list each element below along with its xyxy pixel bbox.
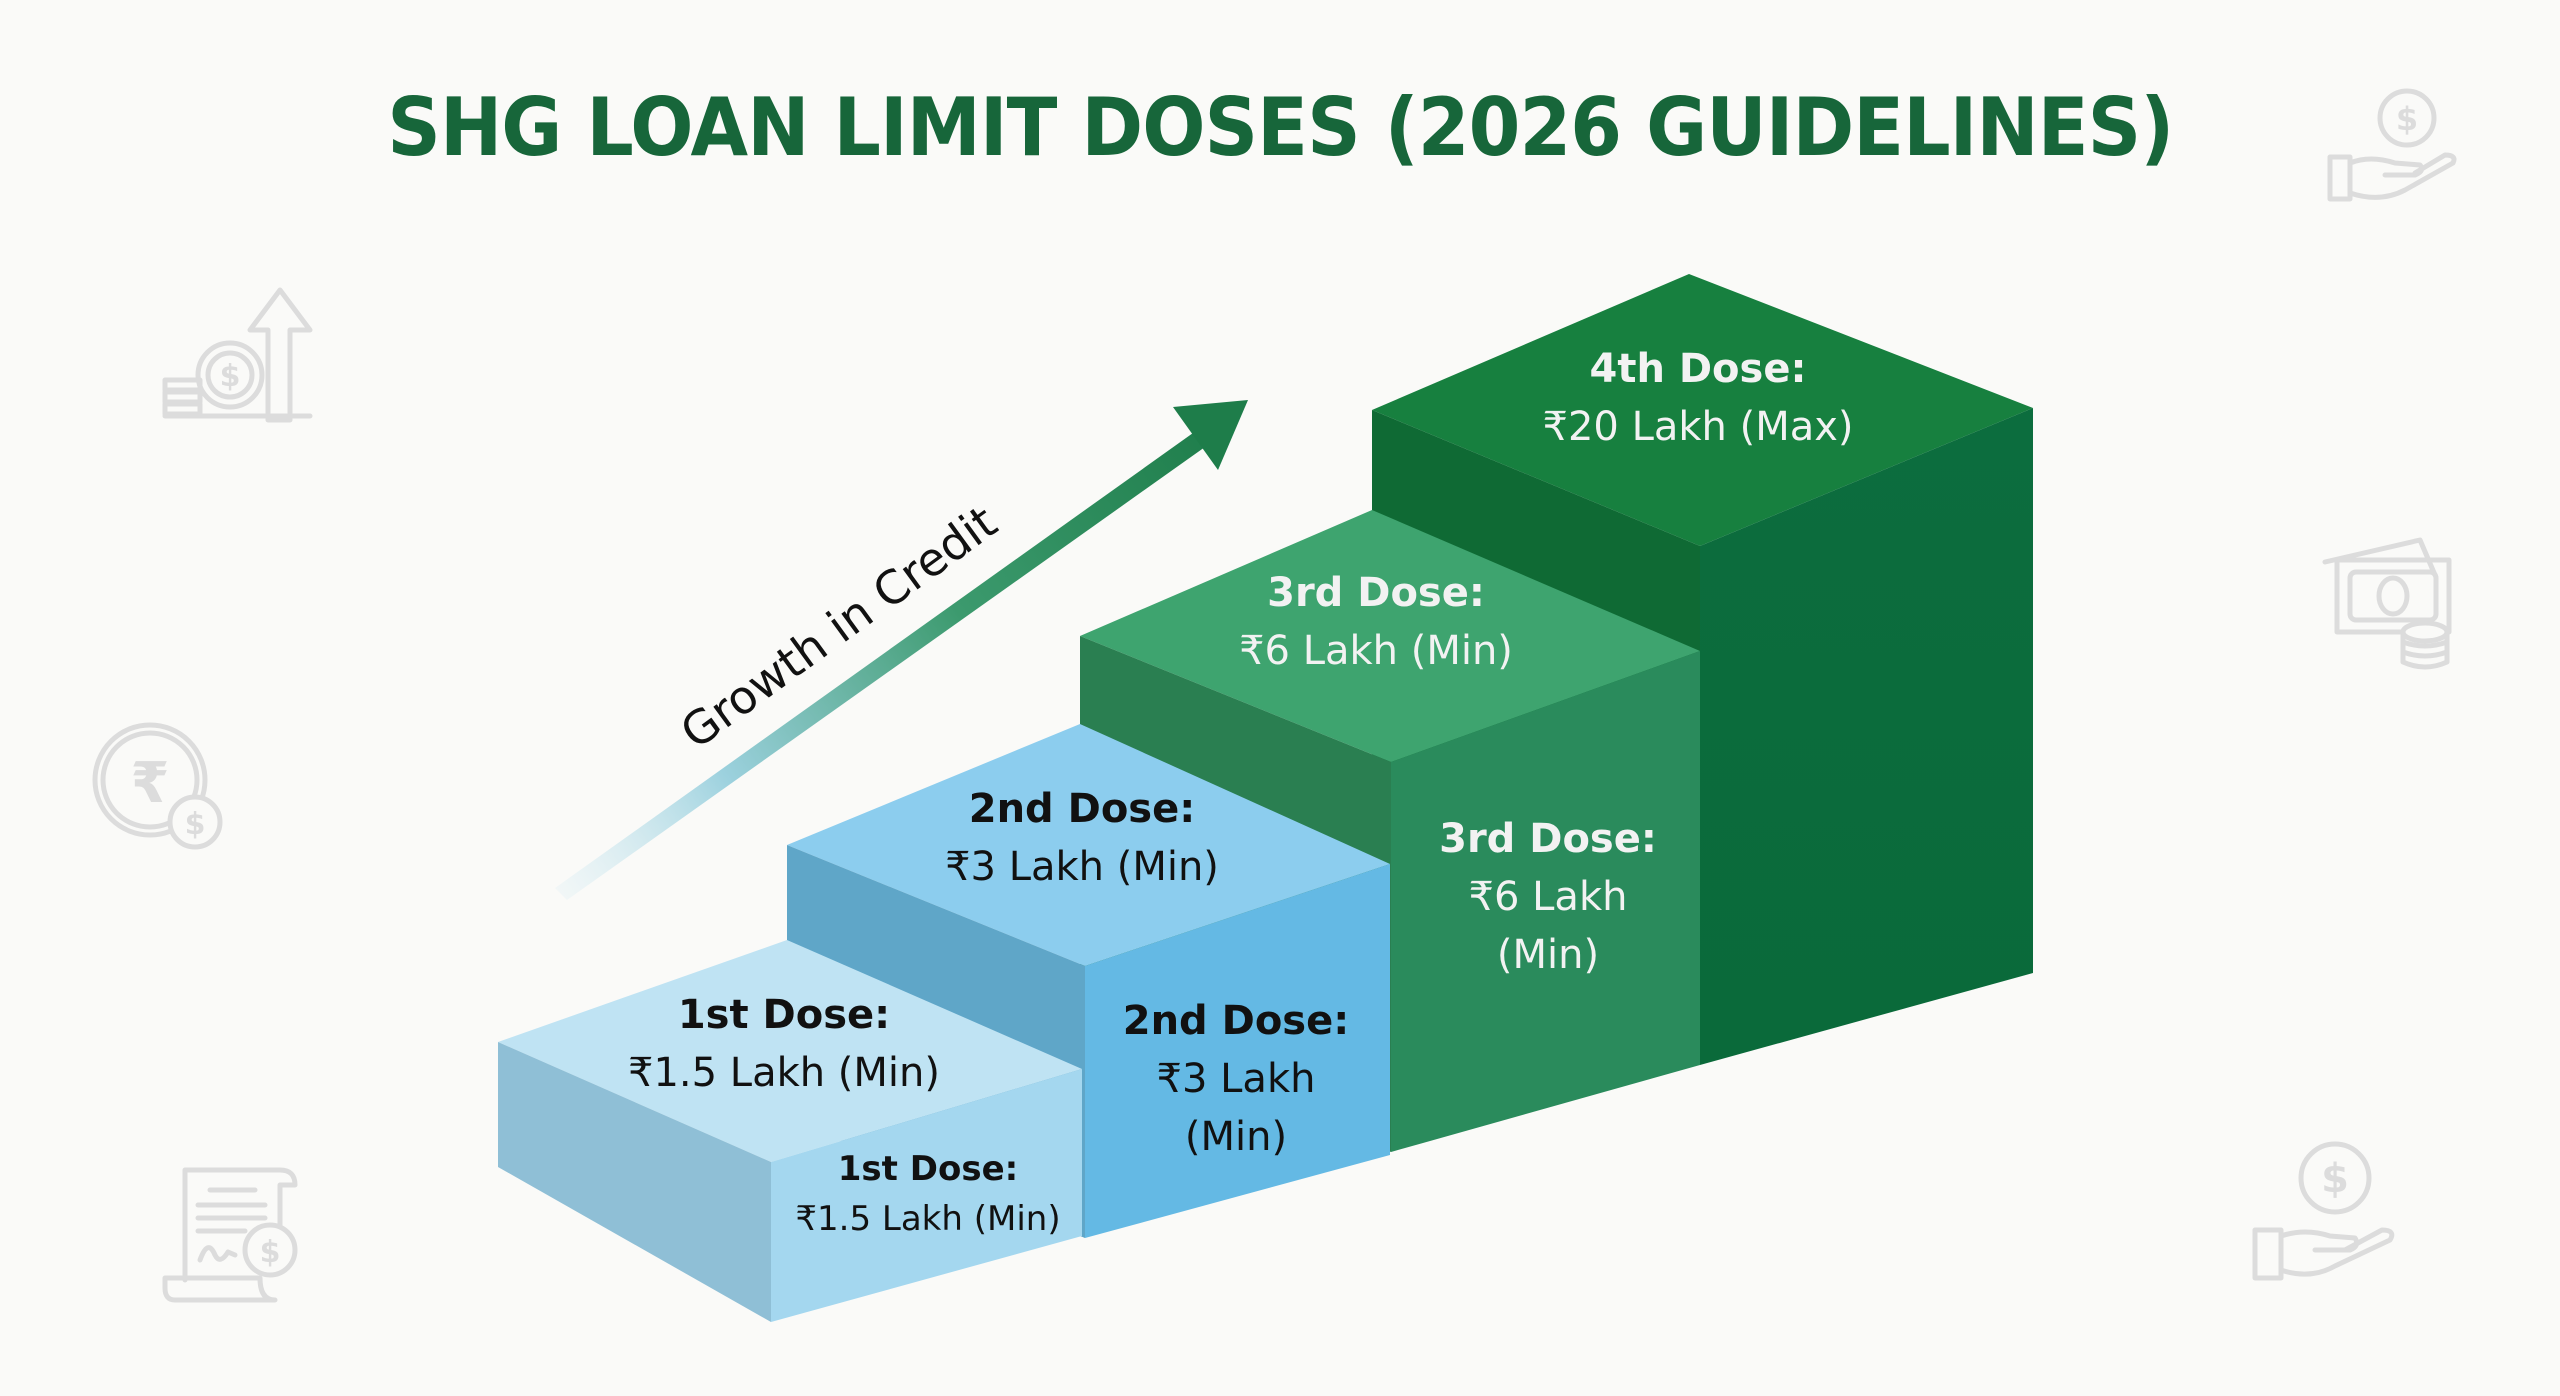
dose-3-top-label: 3rd Dose: ₹6 Lakh (Min) xyxy=(1239,570,1513,674)
dose-1-block xyxy=(498,940,1082,1322)
dose-3-amount: ₹6 Lakh (Min) xyxy=(1239,628,1513,674)
dose-3-name: 3rd Dose: xyxy=(1267,570,1485,616)
dose-3-front-qualifier: (Min) xyxy=(1497,932,1599,978)
dose-1-front-name: 1st Dose: xyxy=(838,1149,1018,1189)
svg-text:$: $ xyxy=(185,807,206,842)
dose-2-front-amount: ₹3 Lakh xyxy=(1157,1056,1316,1102)
hand-coin-icon: $ xyxy=(2325,85,2465,205)
dose-3-front-amount: ₹6 Lakh xyxy=(1469,874,1628,920)
svg-text:₹: ₹ xyxy=(131,751,170,816)
dose-2-name: 2nd Dose: xyxy=(969,786,1195,832)
dose-4-top-label: 4th Dose: ₹20 Lakh (Max) xyxy=(1543,346,1854,450)
growth-arrow xyxy=(555,400,1248,900)
svg-text:$: $ xyxy=(260,1235,281,1270)
dose-4-name: 4th Dose: xyxy=(1590,346,1807,392)
svg-text:$: $ xyxy=(2396,100,2418,138)
page-title: SHG LOAN LIMIT DOSES (2026 GUIDELINES) xyxy=(387,81,2174,174)
rupee-coin-icon: ₹ $ xyxy=(85,710,235,860)
dose-2-amount: ₹3 Lakh (Min) xyxy=(945,844,1219,890)
dose-1-top-label: 1st Dose: ₹1.5 Lakh (Min) xyxy=(628,992,940,1096)
dose-2-top-label: 2nd Dose: ₹3 Lakh (Min) xyxy=(945,786,1219,890)
svg-text:$: $ xyxy=(220,359,241,394)
dose-1-name: 1st Dose: xyxy=(678,992,890,1038)
dose-4-amount: ₹20 Lakh (Max) xyxy=(1543,404,1854,450)
dose-1-front-label: 1st Dose: ₹1.5 Lakh (Min) xyxy=(795,1149,1060,1239)
dose-1-front-amount: ₹1.5 Lakh (Min) xyxy=(795,1199,1060,1239)
dose-3-front-name: 3rd Dose: xyxy=(1439,816,1657,862)
dose-2-front-name: 2nd Dose: xyxy=(1123,998,1349,1044)
dose-2-front-label: 2nd Dose: ₹3 Lakh (Min) xyxy=(1123,998,1349,1160)
dose-2-front-qualifier: (Min) xyxy=(1185,1114,1287,1160)
growth-arrow-label: Growth in Credit xyxy=(671,495,1007,760)
cash-coins-icon xyxy=(2322,537,2465,670)
dose-3-front-label: 3rd Dose: ₹6 Lakh (Min) xyxy=(1439,816,1657,978)
dose-1-amount: ₹1.5 Lakh (Min) xyxy=(628,1050,940,1096)
money-growth-icon: $ xyxy=(160,280,320,430)
hand-coin-icon: $ xyxy=(2240,1140,2400,1281)
svg-text:$: $ xyxy=(2321,1156,2349,1202)
loan-document-icon: $ xyxy=(160,1160,310,1310)
